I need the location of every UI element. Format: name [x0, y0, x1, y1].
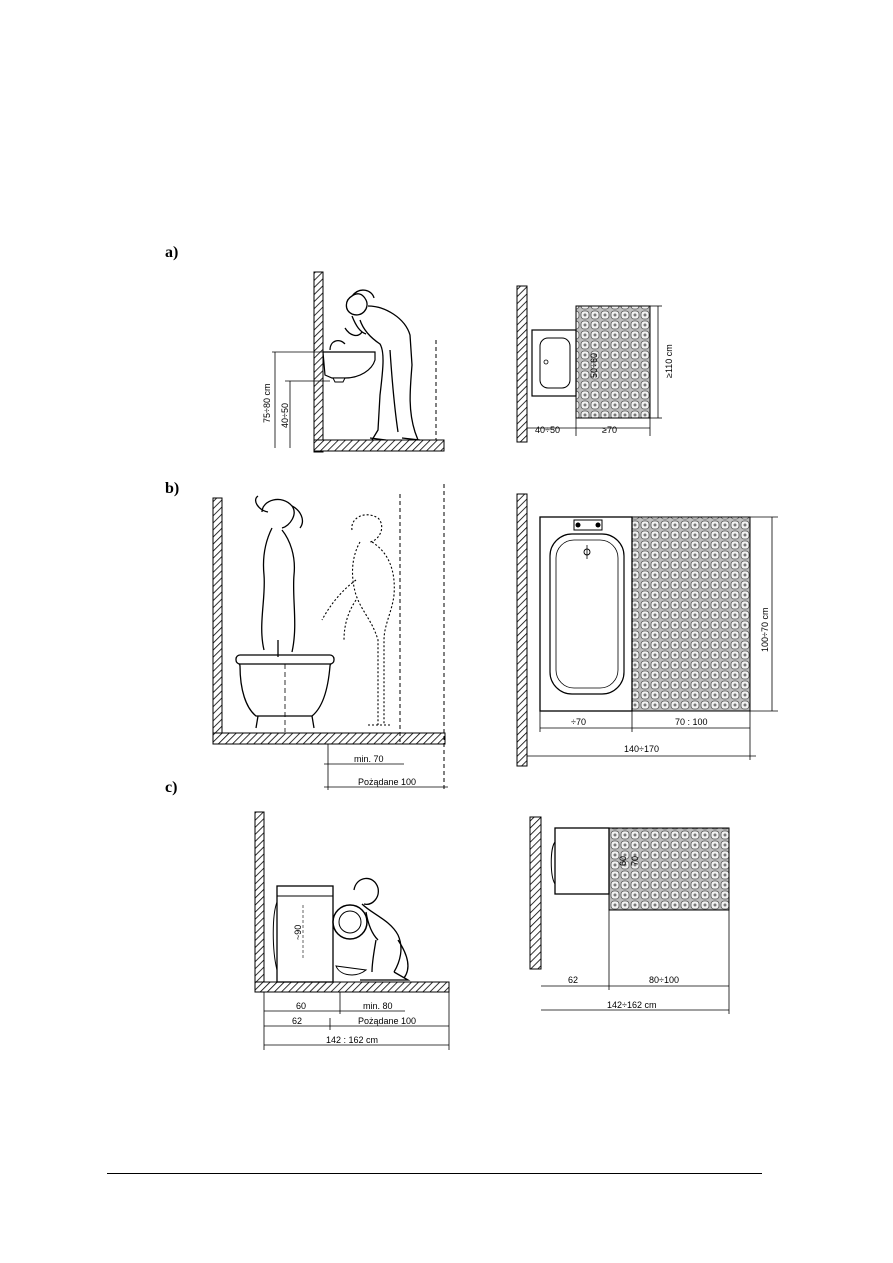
- c-elev-dim-w5: 142 : 162 cm: [326, 1035, 378, 1045]
- b-plan-wall: [516, 493, 528, 767]
- a-plan-dim-d2: ≥110 cm: [664, 344, 674, 378]
- b-elev-dim-w2: Pożądane 100: [358, 777, 416, 787]
- c-plan-washing-machine: [554, 827, 610, 895]
- a-elev-dim-h2: 40÷50: [280, 403, 290, 428]
- a-plan-dim-w2: ≥70: [602, 425, 617, 435]
- c-plan-dim-d1: 60: [618, 856, 628, 866]
- c-elev-dim-w4: Pożądane 100: [358, 1016, 416, 1026]
- footer-rule: [107, 1173, 762, 1174]
- c-plan-dim-w2: 80÷100: [649, 975, 679, 985]
- a-plan-dim-w1: 40÷50: [535, 425, 560, 435]
- b-elev-dim-w1: min. 70: [354, 754, 384, 764]
- c-elev-dim-h1: ~90: [293, 925, 303, 940]
- a-faucet: [329, 340, 346, 351]
- b-plan-dim-w1: ÷70: [571, 717, 586, 727]
- a-elevation: 75÷80 cm 40÷50: [262, 271, 445, 453]
- b-elev-floor: [212, 732, 446, 745]
- a-plan-wall: [516, 285, 528, 443]
- a-person: [344, 289, 421, 441]
- a-elev-dim-h1: 75÷80 cm: [262, 384, 272, 423]
- c-machine-door: [332, 904, 368, 940]
- b-person-ghost: [321, 514, 395, 726]
- b-elev-wall: [212, 497, 223, 745]
- c-elev-dim-w2: min. 80: [363, 1001, 393, 1011]
- b-elevation: min. 70 Pożądane 100: [212, 484, 448, 792]
- b-plan: ÷70 70 : 100 140÷170 100÷70 cm: [516, 493, 778, 767]
- a-washbasin: [322, 351, 376, 379]
- section-label-b: b): [165, 480, 180, 497]
- c-elev-wall: [254, 811, 265, 993]
- c-elev-dim-w3: 62: [292, 1016, 302, 1026]
- section-label-a: a): [165, 244, 179, 261]
- b-plan-dim-w3: 140÷170: [624, 744, 659, 754]
- c-elev-dim-w1: 60: [296, 1001, 306, 1011]
- section-label-c: c): [165, 779, 178, 796]
- c-plan-dim-w1: 62: [568, 975, 578, 985]
- a-elev-floor: [313, 439, 445, 452]
- c-elevation: ~90 60 min. 80 62 Pożądane 100 142 : 162…: [254, 811, 450, 1050]
- b-plan-dim-d1: 100÷70 cm: [760, 608, 770, 652]
- c-plan-activity-area: [608, 827, 730, 911]
- b-plan-activity-area: [631, 516, 751, 712]
- b-person-standing: [254, 495, 304, 657]
- c-washing-machine: [276, 885, 334, 983]
- b-plan-dim-w2: 70 : 100: [675, 717, 708, 727]
- b-plan-faucet: [573, 519, 603, 531]
- a-plan-activity-area: [575, 305, 651, 419]
- a-elev-wall: [313, 271, 324, 453]
- a-plan-dim-d1: 50÷60: [589, 353, 599, 378]
- a-plan: 40÷50 ≥70 50÷60 ≥110 cm: [516, 285, 674, 443]
- c-plan-wall: [529, 816, 542, 970]
- c-plan-dim-d2: 70: [630, 856, 640, 866]
- c-elev-floor: [254, 981, 450, 993]
- c-plan: 60 70 62 80÷100 142÷162 cm: [529, 816, 730, 1014]
- c-person-kneeling: [353, 877, 411, 981]
- c-plan-dim-w3: 142÷162 cm: [607, 1000, 656, 1010]
